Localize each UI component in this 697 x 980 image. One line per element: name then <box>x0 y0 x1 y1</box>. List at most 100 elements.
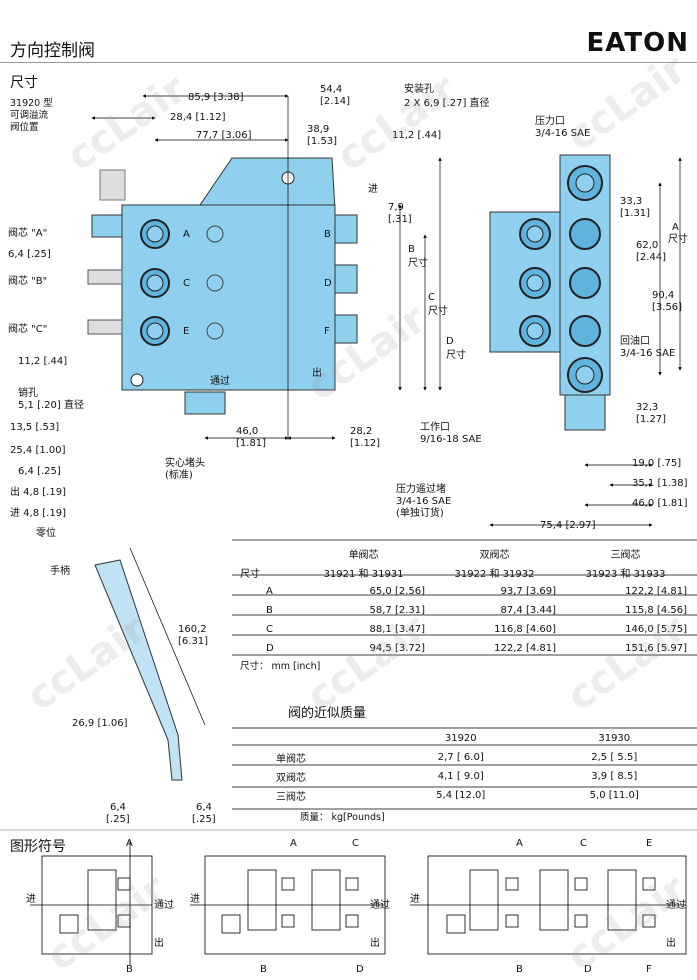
port-c: C <box>183 278 190 289</box>
label-pass: 通过 <box>210 376 230 387</box>
side-view-body <box>489 154 611 431</box>
dim-d1-a: 54,4 <box>320 84 343 95</box>
table-row: 双阀芯 4,1 [ 9.0] 3,9 [ 8.5] <box>276 771 638 784</box>
dim-c-2: 尺寸 <box>428 306 448 317</box>
dim-d23-b: [1.81] <box>236 438 267 449</box>
dim-d3: 28,4 [1.12] <box>170 112 226 123</box>
page-title: 方向控制阀 <box>10 41 95 61</box>
label-zero: 零位 <box>36 528 56 539</box>
dim-d11-b: [1.27] <box>636 414 667 425</box>
sym2-a: A <box>290 838 297 849</box>
sym2-in: 进 <box>190 894 200 905</box>
pressure-port-2: 3/4-16 SAE <box>535 128 591 139</box>
dim-d26: 26,9 [1.06] <box>72 718 128 729</box>
symbols-section-title: 图形符号 <box>10 839 66 855</box>
pin-hole-2: 5,1 [.20] 直径 <box>18 400 84 411</box>
valve-31920-label-3: 阀位置 <box>10 122 39 133</box>
table-row: B 58,7 [2.31] 87,4 [3.44] 115,8 [4.56] <box>266 605 687 616</box>
mount-hole-2: 2 X 6,9 [.27] 直径 <box>404 98 490 109</box>
sym2-pass: 通过 <box>370 900 390 911</box>
solid-plug-2: (标准) <box>165 470 193 481</box>
return-port-1: 回油口 <box>620 336 650 347</box>
valve-31920-label-1: 31920 型 <box>10 98 53 109</box>
sym1-out: 出 <box>154 938 164 949</box>
dim-d25-b: [6.31] <box>178 636 209 647</box>
dim-d27-a: 6,4 <box>110 802 126 813</box>
dim-d24-a: 28,2 <box>350 426 373 437</box>
sym3-pass: 通过 <box>666 900 686 911</box>
mass-table-note: 质量： kg[Pounds] <box>300 812 385 823</box>
dimension-table: 单阀芯 双阀芯 三阀芯 尺寸 31921 和 31931 31922 和 319… <box>236 544 691 658</box>
dim-d20: 6,4 [.25] <box>18 466 61 477</box>
dim-d2: 85,9 [3.38] <box>188 92 244 103</box>
dim-d28-b: [.25] <box>192 814 216 825</box>
port-f: F <box>324 326 330 337</box>
dimensions-section-title: 尺寸 <box>10 75 38 91</box>
dim-d7-a: 7,9 <box>388 202 404 213</box>
sym1-in: 进 <box>26 894 36 905</box>
sym3-a: A <box>516 838 523 849</box>
dim-d8-a: 33,3 <box>620 196 643 207</box>
dim-d28-a: 6,4 <box>196 802 212 813</box>
dim-d9-a: 62,0 <box>636 240 659 251</box>
work-port-1: 工作口 <box>420 422 450 433</box>
dim-d14: 46,0 [1.81] <box>632 498 688 509</box>
valve-31920-label-2: 可调溢流 <box>10 110 49 121</box>
mass-table-header: 31920 31930 <box>444 733 631 744</box>
spool-b-label: 阀芯 "B" <box>8 276 48 287</box>
dim-a-1: A <box>672 222 679 233</box>
hydraulic-symbols <box>30 840 687 965</box>
table-row: A 65,0 [2.56] 93,7 [3.69] 122,2 [4.81] <box>266 586 687 597</box>
dimension-table-note: 尺寸： mm [inch] <box>240 661 321 672</box>
mount-hole-1: 安装孔 <box>404 84 434 95</box>
solid-plug-1: 实心堵头 <box>165 458 205 469</box>
sym2-b: B <box>260 964 267 975</box>
port-d: D <box>324 278 332 289</box>
dim-d13: 35,1 [1.38] <box>632 478 688 489</box>
label-in: 进 <box>368 184 378 195</box>
sym3-c: C <box>580 838 587 849</box>
dim-d-2: 尺寸 <box>446 350 466 361</box>
spool-a-label: 阀芯 "A" <box>8 228 48 239</box>
sym3-d: D <box>584 964 592 975</box>
dim-d-1: D <box>446 336 454 347</box>
sym3-out: 出 <box>666 938 676 949</box>
sym2-out: 出 <box>370 938 380 949</box>
power-beyond-2: 3/4-16 SAE <box>396 496 452 507</box>
pressure-port-1: 压力口 <box>535 116 565 127</box>
dim-d8-b: [1.31] <box>620 208 651 219</box>
handle-drawing <box>94 547 206 781</box>
dim-d4-a: 38,9 <box>307 124 330 135</box>
dim-d5: 77,7 [3.06] <box>196 130 252 141</box>
table-header-row-1: 单阀芯 双阀芯 三阀芯 <box>348 550 641 561</box>
dim-d17: 11,2 [.44] <box>18 356 68 367</box>
table-row: C 88,1 [3.47] 116,8 [4.60] 146,0 [5.75] <box>266 624 687 635</box>
table-header-row-2: 尺寸 31921 和 31931 31922 和 31932 31923 和 3… <box>240 569 666 580</box>
table-row: 单阀芯 2,7 [ 6.0] 2,5 [ 5.5] <box>276 752 638 765</box>
sym3-b: B <box>516 964 523 975</box>
dim-a-2: 尺寸 <box>668 234 688 245</box>
dim-d18: 13,5 [.53] <box>10 422 60 433</box>
sym1-b: B <box>126 964 133 975</box>
handle-label: 手柄 <box>50 566 70 577</box>
power-beyond-1: 压力遥过堵 <box>396 484 446 495</box>
dim-d10-b: [3.56] <box>652 302 683 313</box>
dim-d4-b: [1.53] <box>307 136 338 147</box>
pin-hole-1: 销孔 <box>18 388 38 399</box>
dim-b-1: B <box>408 244 415 255</box>
port-b: B <box>324 229 331 240</box>
dim-d19: 25,4 [1.00] <box>10 445 66 456</box>
spool-c-label: 阀芯 "C" <box>8 324 48 335</box>
dim-d23-a: 46,0 <box>236 426 259 437</box>
dim-b-2: 尺寸 <box>408 258 428 269</box>
dim-d15: 75,4 [2.97] <box>540 520 596 531</box>
dim-d9-b: [2.44] <box>636 252 667 263</box>
return-port-2: 3/4-16 SAE <box>620 348 676 359</box>
dim-d12: 19,0 [.75] <box>632 458 682 469</box>
dim-d11-a: 32,3 <box>636 402 659 413</box>
eaton-logo: EATON <box>586 28 689 58</box>
sym2-d: D <box>356 964 364 975</box>
dim-d16: 6,4 [.25] <box>8 249 51 260</box>
dim-d6: 11,2 [.44] <box>392 130 442 141</box>
